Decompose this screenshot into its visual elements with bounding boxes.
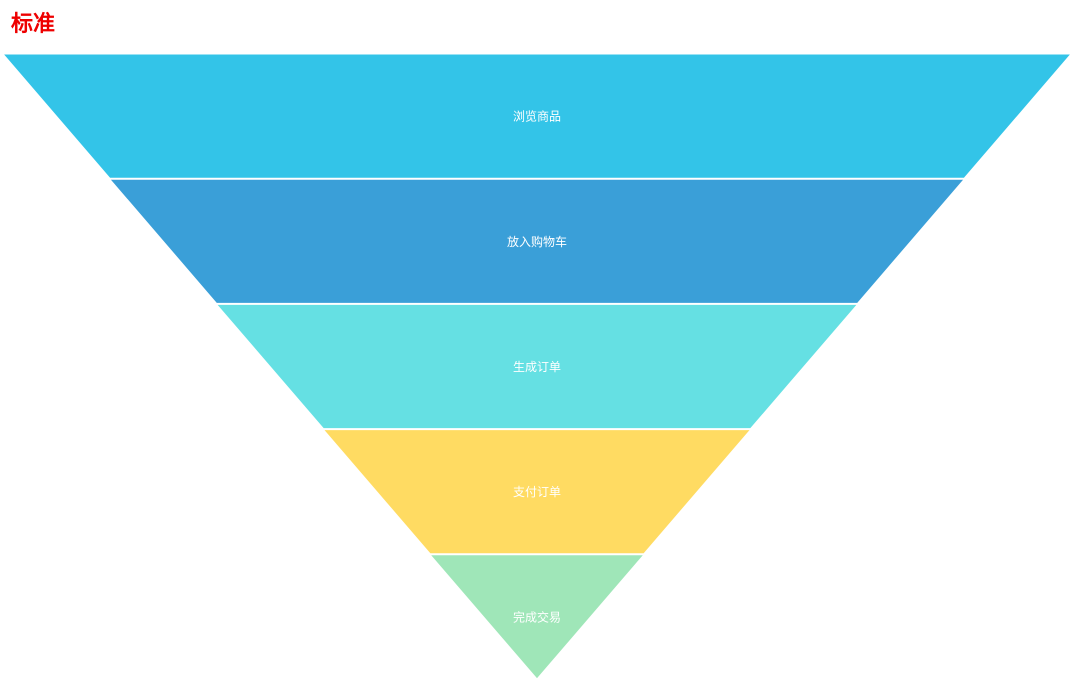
funnel-stage[interactable]: 放入购物车	[108, 178, 966, 304]
funnel-segment[interactable]	[108, 178, 966, 304]
funnel-stage[interactable]: 支付订单	[322, 429, 752, 555]
stage-label: 浏览商品	[513, 109, 561, 124]
funnel-segment[interactable]	[215, 303, 859, 430]
stage-label: 支付订单	[513, 485, 561, 499]
funnel-segment[interactable]	[429, 554, 645, 680]
funnel-stage[interactable]: 浏览商品	[1, 53, 1073, 179]
chart-title: 标准	[11, 12, 56, 37]
stage-label: 完成交易	[513, 609, 561, 624]
funnel-stage[interactable]: 完成交易	[429, 554, 645, 680]
funnel-stage[interactable]: 生成订单	[215, 303, 859, 430]
funnel-segment[interactable]	[322, 429, 752, 555]
stage-label: 放入购物车	[507, 234, 567, 249]
funnel-segment[interactable]	[1, 53, 1073, 179]
stage-label: 生成订单	[513, 360, 561, 374]
